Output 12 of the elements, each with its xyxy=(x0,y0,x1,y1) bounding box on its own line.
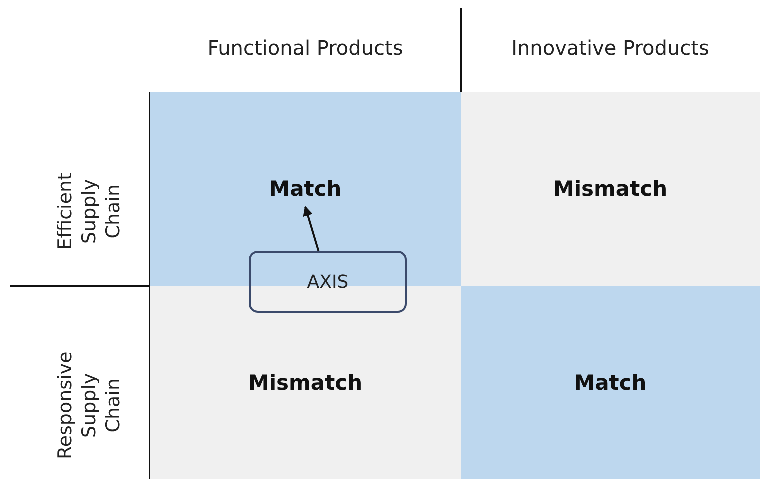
row-header: Efficient Supply Chain xyxy=(54,172,125,252)
matrix-quadrant xyxy=(461,92,760,286)
column-header: Functional Products xyxy=(206,36,404,60)
quadrant-label: Mismatch xyxy=(248,370,363,394)
column-header: Innovative Products xyxy=(510,36,710,60)
arrow xyxy=(303,206,320,252)
quadrant-label: Match xyxy=(574,370,647,394)
quadrant-label: Match xyxy=(269,177,342,201)
axis-box: AXIS xyxy=(249,251,407,313)
matrix-quadrant xyxy=(461,286,760,479)
quadrant-label: Mismatch xyxy=(553,177,668,201)
row-header: Responsive Supply Chain xyxy=(54,350,125,462)
